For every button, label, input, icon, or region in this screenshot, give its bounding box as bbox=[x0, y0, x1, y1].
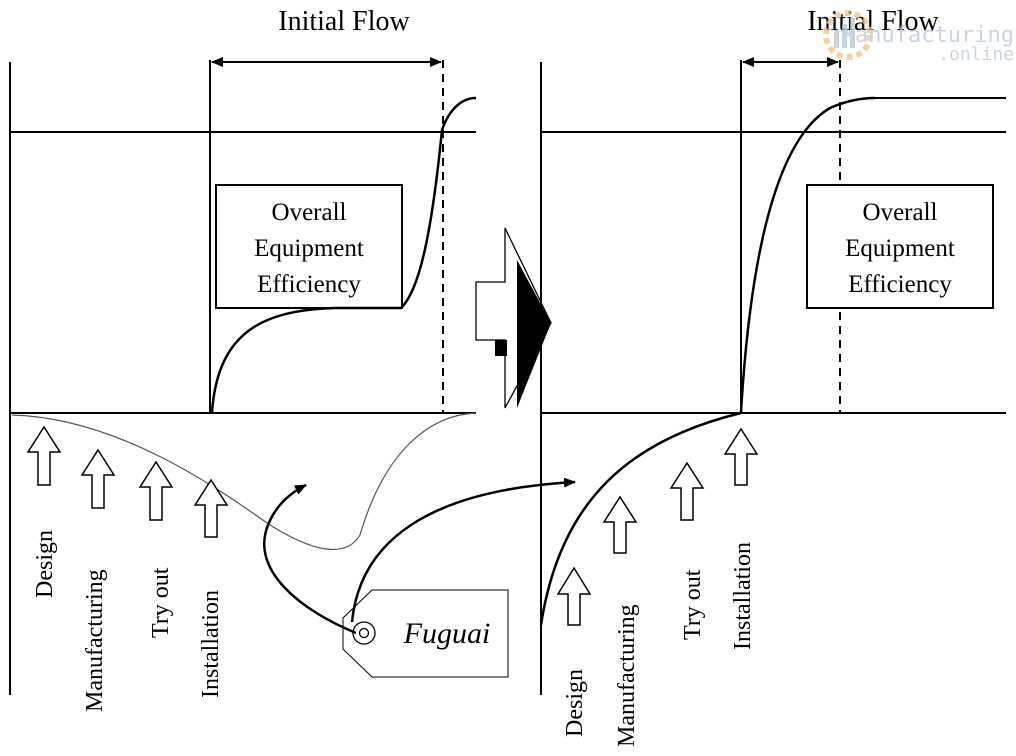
fuguai-left-feedback-arrow bbox=[263, 483, 357, 635]
left-oee-curve bbox=[210, 96, 477, 413]
fuguai-label: Fuguai bbox=[403, 617, 491, 650]
right-stage-manufacturing: Manufacturing bbox=[614, 604, 640, 747]
left-oee-line-1: Overall bbox=[272, 199, 347, 226]
left-stage-tryout: Try out bbox=[148, 567, 174, 638]
left-initial-flow-title: Initial Flow bbox=[278, 6, 410, 37]
watermark-text-line1: Manufacturing bbox=[842, 23, 1014, 48]
right-oee-line-2: Equipment bbox=[845, 235, 955, 262]
right-oee-line-3: Efficiency bbox=[848, 271, 952, 298]
left-stage-installation: Installation bbox=[198, 590, 224, 698]
right-stage-design: Design bbox=[562, 669, 588, 737]
watermark-logo: Manufacturing .online bbox=[823, 10, 1014, 65]
right-early-curve bbox=[539, 411, 742, 626]
left-installation-up-arrow bbox=[193, 478, 229, 538]
fuguai-right-feedback-arrow bbox=[350, 477, 576, 623]
right-stage-installation: Installation bbox=[730, 542, 756, 650]
left-oee-line-3: Efficiency bbox=[257, 271, 361, 298]
watermark-gear-icon bbox=[823, 10, 873, 60]
fuguai-tag-eyelet-inner bbox=[358, 627, 370, 639]
transition-arrow bbox=[475, 227, 552, 409]
watermark-bar-3 bbox=[850, 18, 855, 48]
right-design-up-arrow bbox=[556, 566, 592, 626]
right-oee-line-1: Overall bbox=[863, 199, 938, 226]
fuguai-tag: Fuguai bbox=[342, 589, 509, 678]
left-stage-design: Design bbox=[32, 530, 58, 598]
left-oee-line-2: Equipment bbox=[254, 235, 364, 262]
left-design-up-arrow bbox=[26, 425, 62, 486]
left-tryout-up-arrow bbox=[138, 460, 174, 521]
right-manufacturing-up-arrow bbox=[602, 495, 638, 554]
right-oee-curve bbox=[739, 96, 876, 413]
right-panel: Initial Flow Overall Equipment Efficienc… bbox=[539, 6, 1006, 747]
left-oee-box bbox=[215, 184, 403, 309]
right-oee-box bbox=[806, 184, 994, 309]
right-stage-tryout: Try out bbox=[680, 569, 706, 640]
watermark-bar-2 bbox=[842, 24, 847, 48]
fuguai-tag-shape bbox=[342, 589, 509, 678]
left-fuguai-curve bbox=[11, 412, 477, 550]
watermark-bar-1 bbox=[834, 30, 839, 48]
watermark-text-line2: .online bbox=[938, 44, 1014, 65]
right-tryout-up-arrow bbox=[669, 461, 705, 521]
left-panel: Initial Flow Overall Equipment Efficienc… bbox=[9, 6, 477, 712]
left-stage-manufacturing: Manufacturing bbox=[82, 569, 108, 712]
left-manufacturing-up-arrow bbox=[80, 448, 116, 509]
right-installation-up-arrow bbox=[723, 427, 759, 486]
